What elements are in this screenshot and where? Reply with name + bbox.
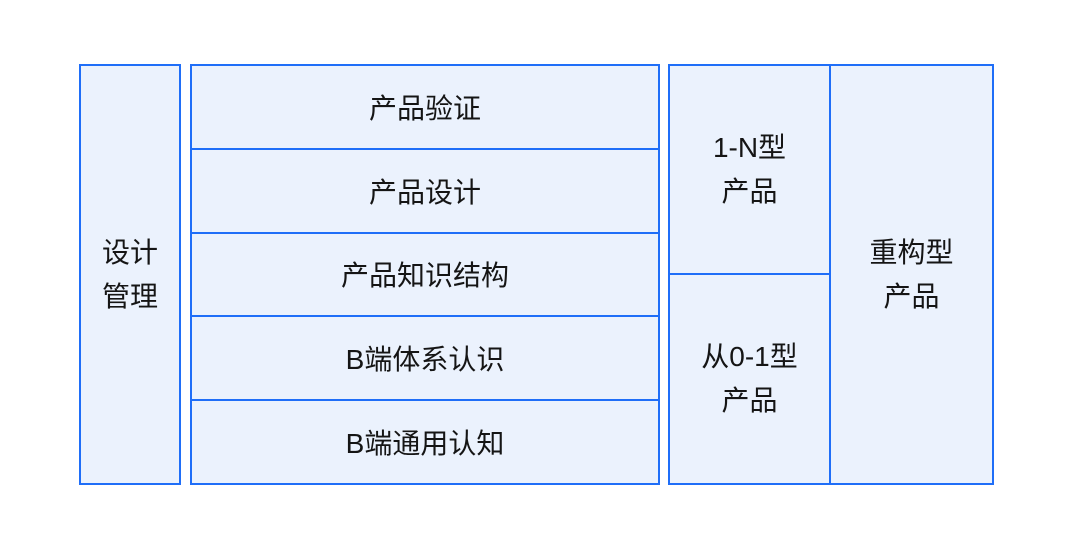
- design-management-line-2: 管理: [101, 280, 158, 312]
- product-1-to-n-cell: 1-N型 产品: [668, 64, 831, 275]
- stack-row-product-verification: 产品验证: [368, 92, 481, 124]
- product-refactor-line-2: 产品: [883, 280, 940, 312]
- product-refactor-cell: 重构型 产品: [829, 64, 994, 485]
- product-1-to-n-line-2: 产品: [721, 175, 778, 207]
- design-management-line-1: 设计: [101, 236, 158, 268]
- design-management-box: 设计 管理: [79, 64, 181, 485]
- product-0-to-1-cell: 从0-1型 产品: [668, 275, 831, 485]
- product-1-to-n-line-1: 1-N型: [712, 131, 787, 163]
- stack-row-product-design: 产品设计: [192, 147, 658, 232]
- product-0-to-1-line-1: 从0-1型: [701, 341, 798, 372]
- product-0-to-1-line-2: 产品: [721, 385, 778, 416]
- stack-row-product-knowledge-structure: 产品知识结构: [192, 231, 658, 316]
- capability-stack: 产品验证 产品设计 产品知识结构 B端体系认识 B端通用认知: [190, 64, 660, 485]
- stack-row-b2b-system-understanding: B端体系认识: [192, 315, 658, 399]
- product-type-column: 1-N型 产品 从0-1型 产品: [668, 64, 831, 485]
- stack-row-b2b-general-cognition: B端通用认知: [192, 399, 658, 483]
- product-refactor-line-1: 重构型: [869, 236, 954, 268]
